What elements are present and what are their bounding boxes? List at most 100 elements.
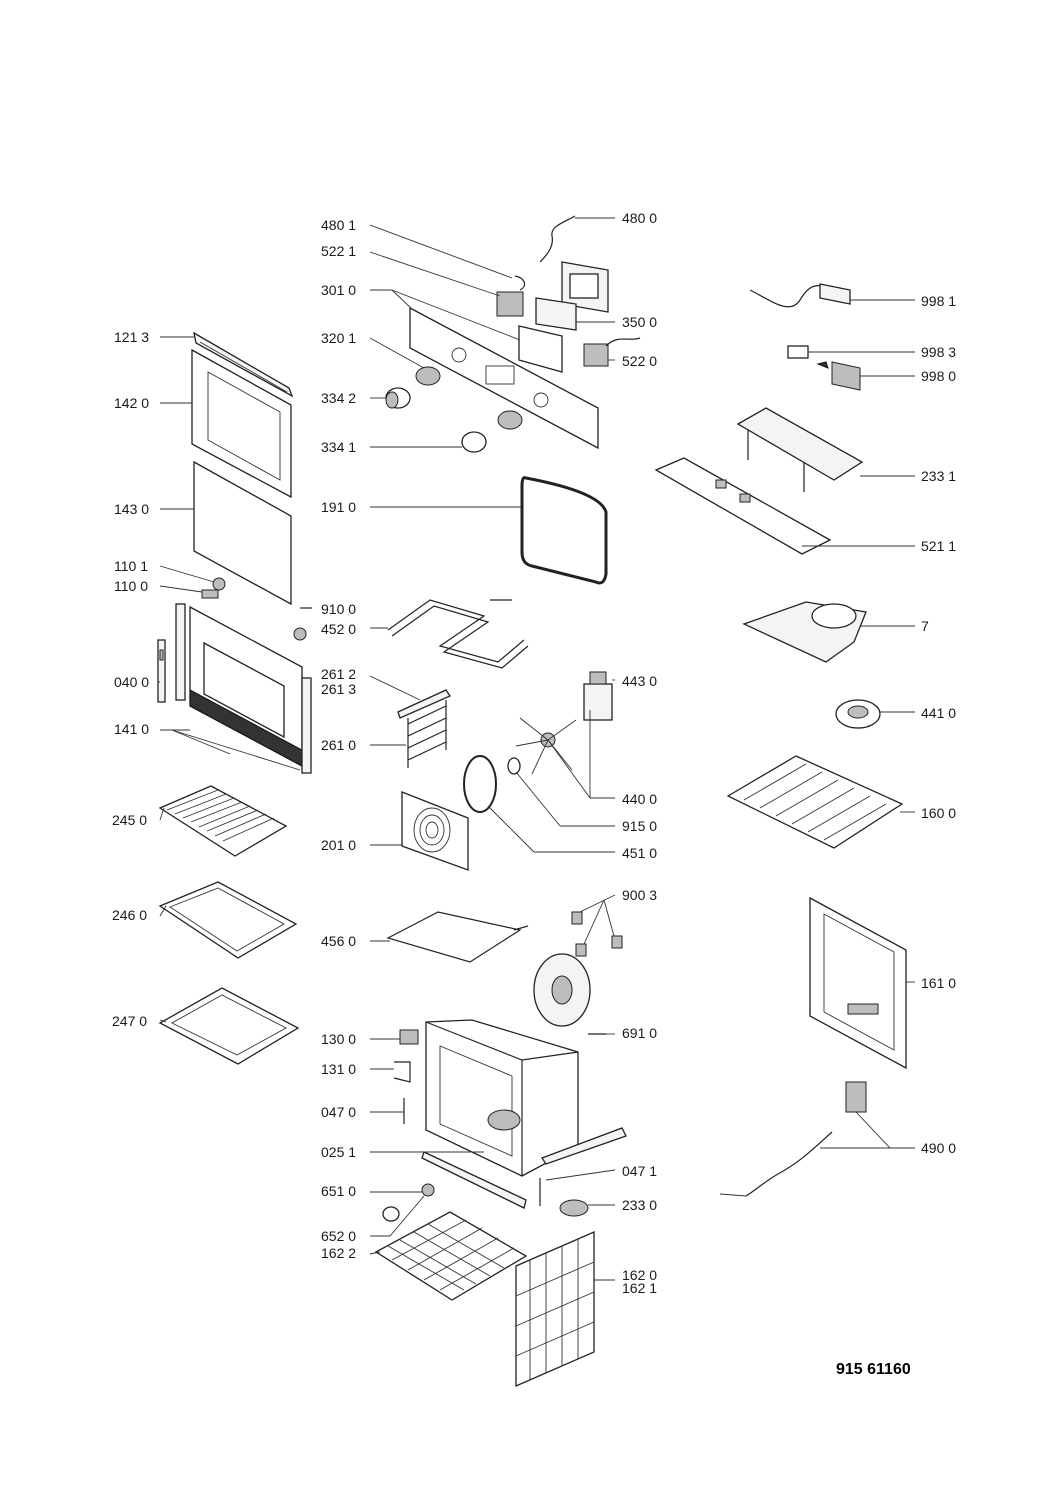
circular-element — [463, 755, 497, 813]
label-301-0: 301 0 — [321, 282, 356, 298]
door-outer-glass — [191, 348, 292, 499]
label-998-0: 998 0 — [921, 368, 956, 384]
label-320-1: 320 1 — [321, 330, 356, 346]
timer-bracket — [561, 261, 609, 313]
oven-cavity — [425, 1019, 579, 1177]
feet-small — [382, 1183, 435, 1222]
label-998-3: 998 3 — [921, 344, 956, 360]
display-module — [535, 297, 577, 331]
fan-cover — [401, 791, 469, 871]
label-110-1: 110 1 — [114, 558, 148, 574]
label-131-0: 131 0 — [321, 1061, 356, 1077]
label-233-1: 233 1 — [921, 468, 956, 484]
label-456-0: 456 0 — [321, 933, 356, 949]
cooling-fan — [835, 699, 881, 729]
label-025-1: 025 1 — [321, 1144, 356, 1160]
control-panel — [409, 306, 599, 450]
knob-bushing — [415, 366, 441, 386]
label-162-2: 162 2 — [321, 1245, 356, 1261]
label-910-0: 910 0 — [321, 601, 356, 617]
display-bracket — [518, 325, 563, 373]
label-452-0: 452 0 — [321, 621, 356, 637]
switch-rear — [496, 291, 524, 317]
label-480-1: 480 1 — [321, 217, 356, 233]
label-915-0: 915 0 — [622, 818, 657, 834]
latch — [559, 1199, 589, 1217]
label-160-0: 160 0 — [921, 805, 956, 821]
label-040-0: 040 0 — [114, 674, 149, 690]
label-047-0: 047 0 — [321, 1104, 356, 1120]
power-cable — [749, 283, 851, 308]
lamp-holder — [399, 1029, 419, 1045]
label-162-1: 162 1 — [622, 1280, 657, 1296]
cavity-trim — [421, 1151, 527, 1209]
label-350-0: 350 0 — [622, 314, 657, 330]
part-labels: 480 0 480 1 522 1 301 0 350 0 320 1 522 … — [112, 210, 956, 1296]
fan-motor — [583, 671, 613, 721]
label-522-1: 522 1 — [321, 243, 356, 259]
label-233-0: 233 0 — [622, 1197, 657, 1213]
label-110-0: 110 0 — [114, 578, 148, 594]
terminal-block — [845, 1081, 867, 1113]
label-130-0: 130 0 — [321, 1031, 356, 1047]
knob-right — [461, 410, 523, 453]
deep-tray — [158, 987, 300, 1065]
label-245-0: 245 0 — [112, 812, 147, 828]
door-top-trim — [193, 331, 294, 398]
label-451-0: 451 0 — [622, 845, 657, 861]
door-inner-glass — [193, 460, 292, 606]
control-board — [654, 457, 832, 555]
shelf-runner-bracket — [397, 689, 451, 719]
label-201-0: 201 0 — [321, 837, 356, 853]
grill-element — [387, 599, 529, 669]
label-246-0: 246 0 — [112, 907, 147, 923]
label-143-0: 143 0 — [114, 501, 149, 517]
shelf-runners — [407, 700, 447, 768]
label-522-0: 522 0 — [622, 353, 657, 369]
leader-lines — [158, 217, 915, 1281]
label-142-0: 142 0 — [114, 395, 149, 411]
label-141-0: 141 0 — [114, 721, 149, 737]
label-261-3: 261 3 — [321, 681, 356, 697]
top-rack — [726, 755, 904, 849]
label-247-0: 247 0 — [112, 1013, 147, 1029]
label-047-1: 047 1 — [622, 1163, 657, 1179]
label-7: 7 — [921, 618, 929, 634]
label-334-1: 334 1 — [321, 439, 356, 455]
label-small — [787, 345, 809, 359]
fan-housing — [742, 601, 867, 663]
label-334-2: 334 2 — [321, 390, 356, 406]
door-seal — [520, 476, 608, 585]
label-900-3: 900 3 — [622, 887, 657, 903]
wire-rack — [158, 785, 288, 857]
door-frame — [175, 603, 312, 774]
hinge-rail — [541, 1127, 627, 1165]
board-bracket — [736, 407, 864, 492]
label-651-0: 651 0 — [321, 1183, 356, 1199]
label-191-0: 191 0 — [321, 499, 356, 515]
label-652-0: 652 0 — [321, 1228, 356, 1244]
label-162-0: 162 0 — [622, 1267, 657, 1283]
lamp-bracket — [393, 1061, 411, 1083]
label-480-0: 480 0 — [622, 210, 657, 226]
drawing-reference-number: 915 61160 — [836, 1361, 911, 1378]
label-441-0: 441 0 — [921, 705, 956, 721]
cable-small — [514, 275, 526, 291]
label-443-0: 443 0 — [622, 673, 657, 689]
back-panel — [809, 896, 907, 1070]
label-121-3: 121 3 — [114, 329, 149, 345]
label-440-0: 440 0 — [622, 791, 657, 807]
label-998-1: 998 1 — [921, 293, 956, 309]
switch-right — [583, 337, 641, 367]
round-fan-disc — [533, 953, 591, 1027]
wiring-harness — [539, 215, 576, 263]
bottom-element — [386, 911, 529, 963]
fan-nut — [507, 757, 521, 775]
label-691-0: 691 0 — [622, 1025, 657, 1041]
document-pack — [816, 361, 861, 391]
label-521-1: 521 1 — [921, 538, 956, 554]
label-261-0: 261 0 — [321, 737, 356, 753]
door-hinge-parts — [201, 577, 307, 641]
bottom-grid — [374, 1211, 528, 1301]
